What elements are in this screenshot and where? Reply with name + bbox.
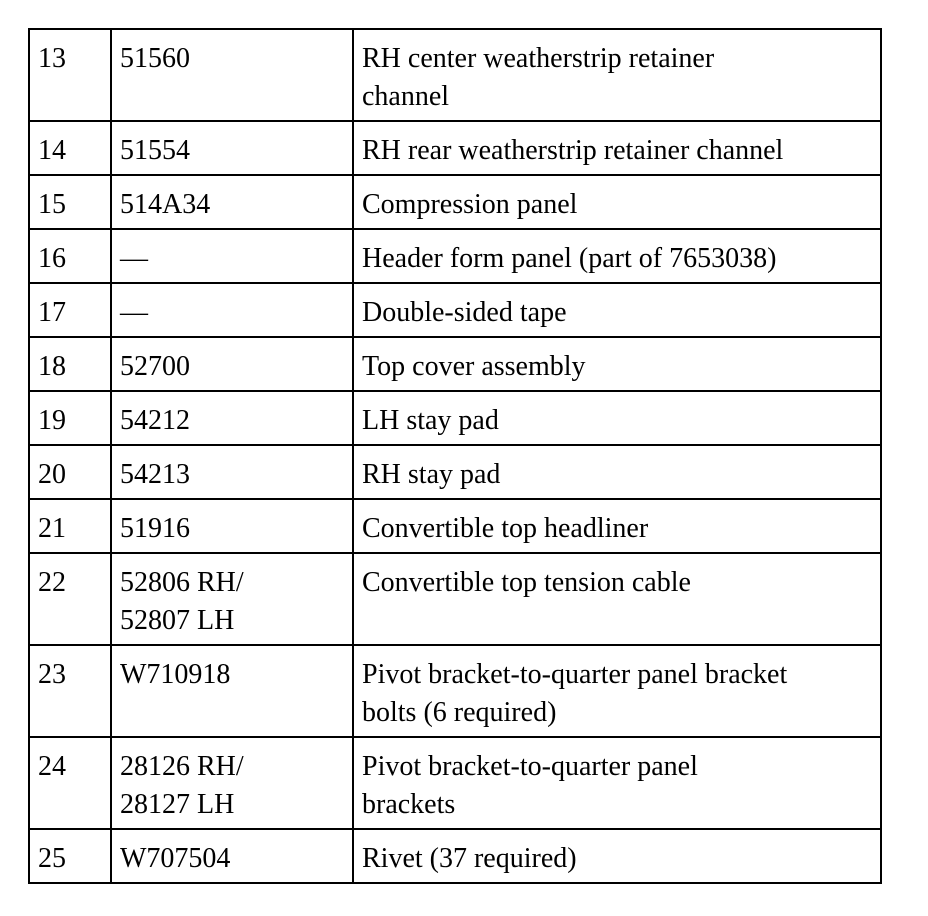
description-cell: Rivet (37 required) bbox=[352, 828, 882, 884]
item-number-cell: 24 bbox=[28, 736, 112, 830]
description-cell: Header form panel (part of 7653038) bbox=[352, 228, 882, 284]
description-cell: LH stay pad bbox=[352, 390, 882, 446]
part-number-cell: 54212 bbox=[110, 390, 354, 446]
part-number-cell: 51560 bbox=[110, 28, 354, 122]
item-number-cell: 25 bbox=[28, 828, 112, 884]
part-number-cell: 52806 RH/ 52807 LH bbox=[110, 552, 354, 646]
item-number-cell: 15 bbox=[28, 174, 112, 230]
part-number-cell: 28126 RH/ 28127 LH bbox=[110, 736, 354, 830]
table-row: 20 54213 RH stay pad bbox=[28, 444, 882, 500]
description-cell: Convertible top tension cable bbox=[352, 552, 882, 646]
item-number-cell: 14 bbox=[28, 120, 112, 176]
item-number-cell: 21 bbox=[28, 498, 112, 554]
part-number-cell: W710918 bbox=[110, 644, 354, 738]
part-number-cell: — bbox=[110, 282, 354, 338]
part-number-cell: W707504 bbox=[110, 828, 354, 884]
table-row: 13 51560 RH center weatherstrip retainer… bbox=[28, 28, 882, 122]
table-row: 17 — Double-sided tape bbox=[28, 282, 882, 338]
part-number-cell: 51554 bbox=[110, 120, 354, 176]
table-row: 14 51554 RH rear weatherstrip retainer c… bbox=[28, 120, 882, 176]
table-row: 25 W707504 Rivet (37 required) bbox=[28, 828, 882, 884]
part-number-cell: 54213 bbox=[110, 444, 354, 500]
table-row: 23 W710918 Pivot bracket-to-quarter pane… bbox=[28, 644, 882, 738]
description-cell: Double-sided tape bbox=[352, 282, 882, 338]
table-row: 16 — Header form panel (part of 7653038) bbox=[28, 228, 882, 284]
table-row: 21 51916 Convertible top headliner bbox=[28, 498, 882, 554]
parts-table: 13 51560 RH center weatherstrip retainer… bbox=[28, 28, 882, 884]
description-cell: RH center weatherstrip retainer channel bbox=[352, 28, 882, 122]
part-number-cell: 51916 bbox=[110, 498, 354, 554]
parts-table-body: 13 51560 RH center weatherstrip retainer… bbox=[28, 28, 882, 884]
description-cell: Pivot bracket-to-quarter panel brackets bbox=[352, 736, 882, 830]
description-cell: RH stay pad bbox=[352, 444, 882, 500]
part-number-cell: — bbox=[110, 228, 354, 284]
table-row: 22 52806 RH/ 52807 LH Convertible top te… bbox=[28, 552, 882, 646]
item-number-cell: 16 bbox=[28, 228, 112, 284]
item-number-cell: 17 bbox=[28, 282, 112, 338]
description-cell: Pivot bracket-to-quarter panel bracket b… bbox=[352, 644, 882, 738]
description-cell: RH rear weatherstrip retainer channel bbox=[352, 120, 882, 176]
description-cell: Top cover assembly bbox=[352, 336, 882, 392]
item-number-cell: 20 bbox=[28, 444, 112, 500]
part-number-cell: 514A34 bbox=[110, 174, 354, 230]
item-number-cell: 18 bbox=[28, 336, 112, 392]
table-row: 19 54212 LH stay pad bbox=[28, 390, 882, 446]
description-cell: Convertible top headliner bbox=[352, 498, 882, 554]
table-row: 18 52700 Top cover assembly bbox=[28, 336, 882, 392]
item-number-cell: 22 bbox=[28, 552, 112, 646]
table-row: 24 28126 RH/ 28127 LH Pivot bracket-to-q… bbox=[28, 736, 882, 830]
item-number-cell: 19 bbox=[28, 390, 112, 446]
item-number-cell: 13 bbox=[28, 28, 112, 122]
table-row: 15 514A34 Compression panel bbox=[28, 174, 882, 230]
part-number-cell: 52700 bbox=[110, 336, 354, 392]
description-cell: Compression panel bbox=[352, 174, 882, 230]
item-number-cell: 23 bbox=[28, 644, 112, 738]
